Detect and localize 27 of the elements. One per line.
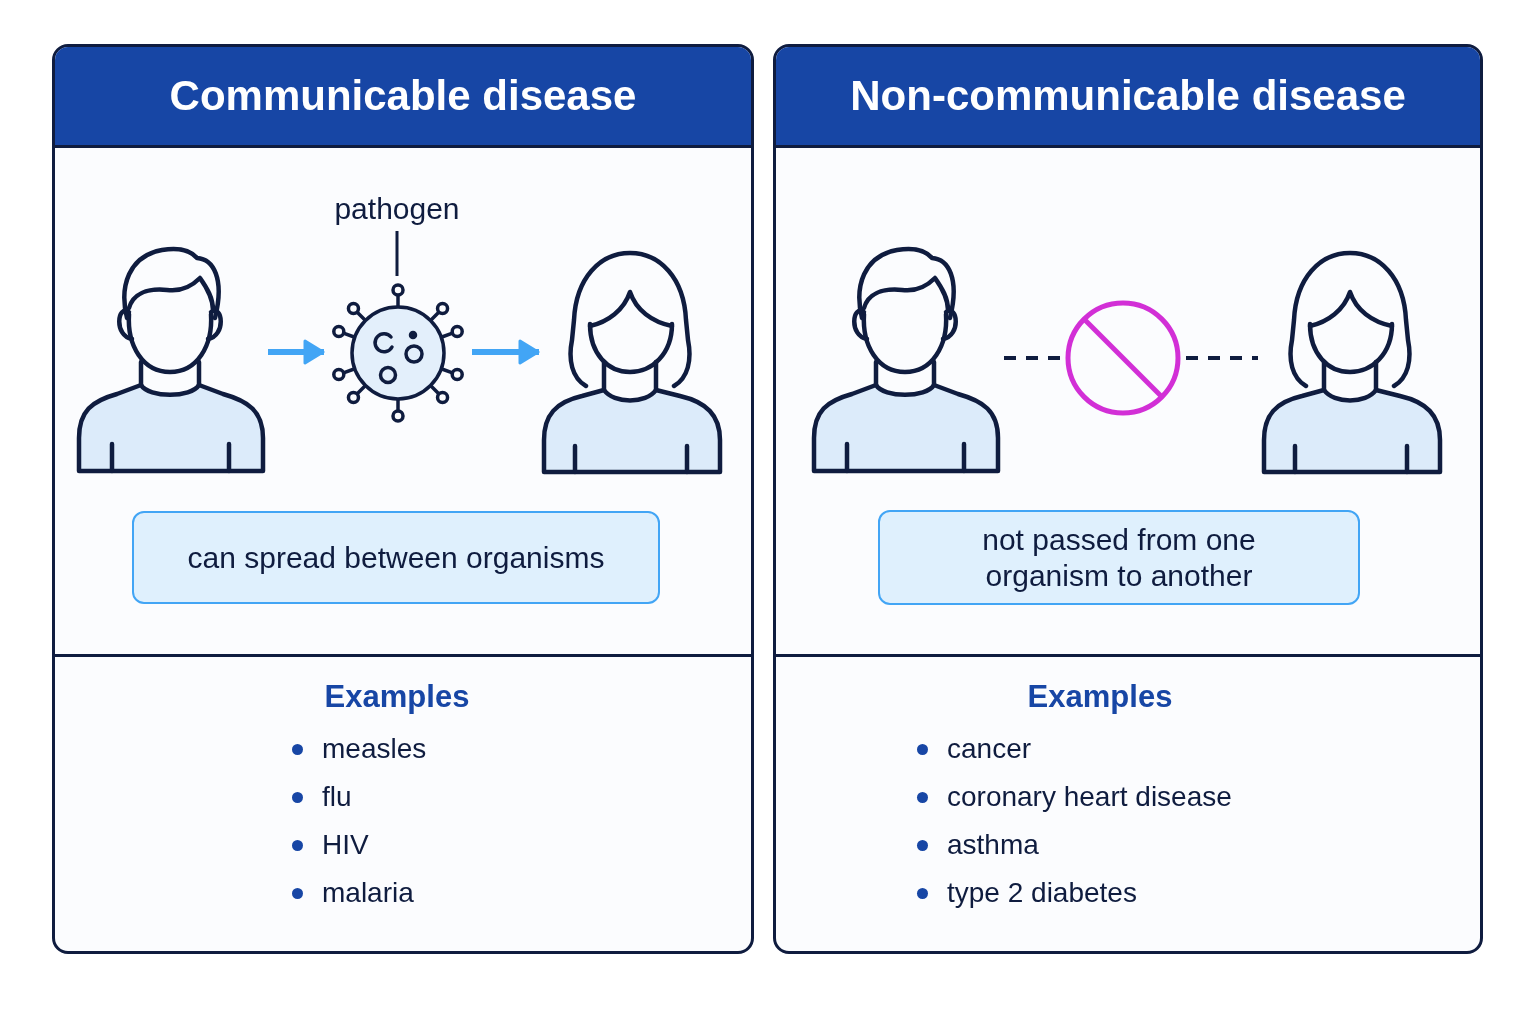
section-heading: Examples [324, 679, 470, 715]
list-item-text: type 2 diabetes [947, 876, 1137, 910]
person-illustration [1262, 250, 1442, 474]
person-illustration [812, 246, 1000, 474]
leader-line [395, 231, 399, 276]
info-card [52, 44, 754, 954]
statement-box: not passed from one organism to another [878, 510, 1360, 605]
list-item-text: HIV [322, 828, 369, 862]
panel-header: Communicable disease [55, 47, 751, 148]
info-card [773, 44, 1483, 954]
person-illustration [542, 250, 722, 474]
list-item-text: measles [322, 732, 427, 766]
dashed-line [1186, 356, 1258, 360]
arrow [268, 339, 325, 365]
list-item-text: flu [322, 780, 352, 814]
dashed-line [1004, 356, 1060, 360]
section-heading: Examples [1027, 679, 1173, 715]
arrow [472, 339, 540, 365]
list-item-text: asthma [947, 828, 1039, 862]
list-item-text: cancer [947, 732, 1032, 766]
list-item-text: coronary heart disease [947, 780, 1232, 814]
panel-header: Non-communicable disease [776, 47, 1480, 148]
list-item-text: malaria [322, 876, 414, 910]
callout-label: pathogen [334, 192, 460, 226]
statement-box: can spread between organisms [132, 511, 660, 604]
prohibition-sign [1064, 298, 1182, 418]
person-illustration [77, 246, 265, 474]
